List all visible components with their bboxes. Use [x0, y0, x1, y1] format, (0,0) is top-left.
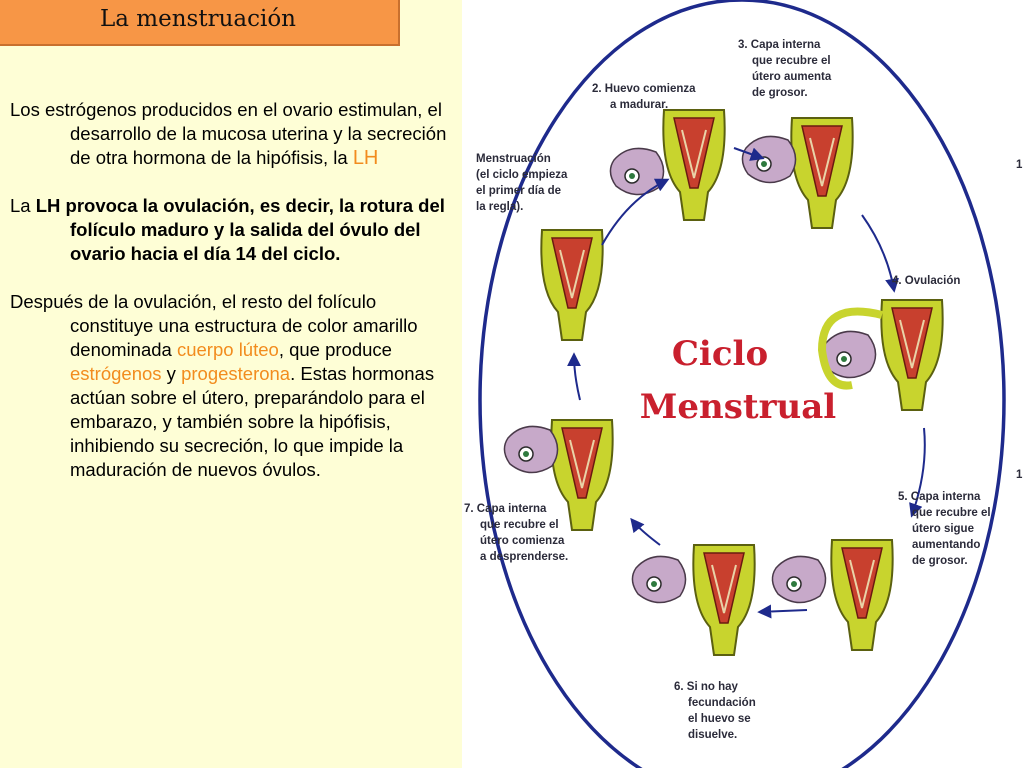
p3-highlight-estrogenos: estrógenos — [70, 363, 162, 384]
p1-text: Los estrógenos producidos en el ovario e… — [10, 99, 447, 168]
p3-text-a: Después de la ovulación, el resto del fo… — [10, 291, 418, 360]
uterus-stage-5 — [830, 539, 894, 651]
uterus-stage-4 — [880, 299, 944, 411]
arrow-3-to-4 — [861, 214, 899, 293]
uterus-stage-1 — [540, 229, 604, 341]
paragraph-cuerpo-luteo: Después de la ovulación, el resto del fo… — [10, 290, 450, 482]
uterus-stage-6 — [692, 544, 756, 656]
p3-highlight-progesterona: progesterona — [181, 363, 291, 384]
arrow-4-to-5 — [909, 427, 926, 518]
p1-highlight-lh: LH — [352, 147, 379, 169]
fallopian-tube-stage-4 — [817, 307, 883, 390]
slide-title: La menstruación — [100, 6, 296, 32]
body-text: Los estrógenos producidos en el ovario e… — [10, 98, 450, 506]
paragraph-estrogenos: Los estrógenos producidos en el ovario e… — [10, 98, 450, 170]
edge-mark-bottom: 1 — [1016, 469, 1023, 481]
p3-text-c: y — [161, 363, 182, 384]
label-stage-4: 4. Ovulación — [892, 275, 960, 287]
arrow-1-to-2 — [601, 178, 670, 246]
cycle-ring — [478, 0, 1006, 768]
slide-title-bar: La menstruación — [0, 0, 400, 46]
p3-highlight-cuerpo-luteo: cuerpo lúteo — [176, 339, 279, 360]
label-stage-7: 7. Capa interna que recubre el útero com… — [464, 503, 568, 563]
center-title-line1: Ciclo — [672, 334, 768, 374]
label-stage-1: Menstruación (el ciclo empieza el primer… — [476, 153, 571, 213]
edge-mark-top: 1 — [1016, 159, 1023, 171]
arrow-6-to-7 — [630, 517, 661, 546]
ovary-stage-5 — [771, 555, 827, 604]
ovary-stage-2 — [609, 147, 665, 196]
p3-text-d: . Estas hormonas actúan sobre el útero, … — [70, 363, 435, 480]
ovary-stage-7 — [503, 425, 559, 474]
label-stage-5: 5. Capa interna que recubre el útero sig… — [898, 491, 994, 567]
p2-bold-text: LH provoca la ovulación, es decir, la ro… — [35, 195, 445, 264]
arrow-2-to-3 — [733, 147, 765, 161]
center-title-line2: Menstrual — [640, 387, 836, 427]
cycle-svg: Ciclo Menstrual Menstruación (el ciclo e… — [464, 0, 1023, 768]
uterus-stage-2 — [662, 109, 726, 221]
p3-text-b: , que produce — [278, 339, 392, 360]
arrow-7-to-1 — [567, 352, 582, 401]
uterus-stage-3 — [790, 117, 854, 229]
uterus-stage-7 — [550, 419, 614, 531]
ovary-stage-6 — [631, 555, 687, 604]
label-stage-6: 6. Si no hay fecundación el huevo se dis… — [674, 681, 759, 741]
menstrual-cycle-diagram: Ciclo Menstrual Menstruación (el ciclo e… — [462, 0, 1024, 768]
p2-lead: La — [10, 195, 36, 216]
ovary-stage-3 — [741, 135, 797, 184]
label-stage-2: 2. Huevo comienza a madurar. — [592, 83, 699, 111]
paragraph-ovulacion: La LH provoca la ovulación, es decir, la… — [10, 194, 450, 266]
arrow-5-to-6 — [757, 604, 808, 619]
label-stage-3: 3. Capa interna que recubre el útero aum… — [738, 39, 834, 99]
